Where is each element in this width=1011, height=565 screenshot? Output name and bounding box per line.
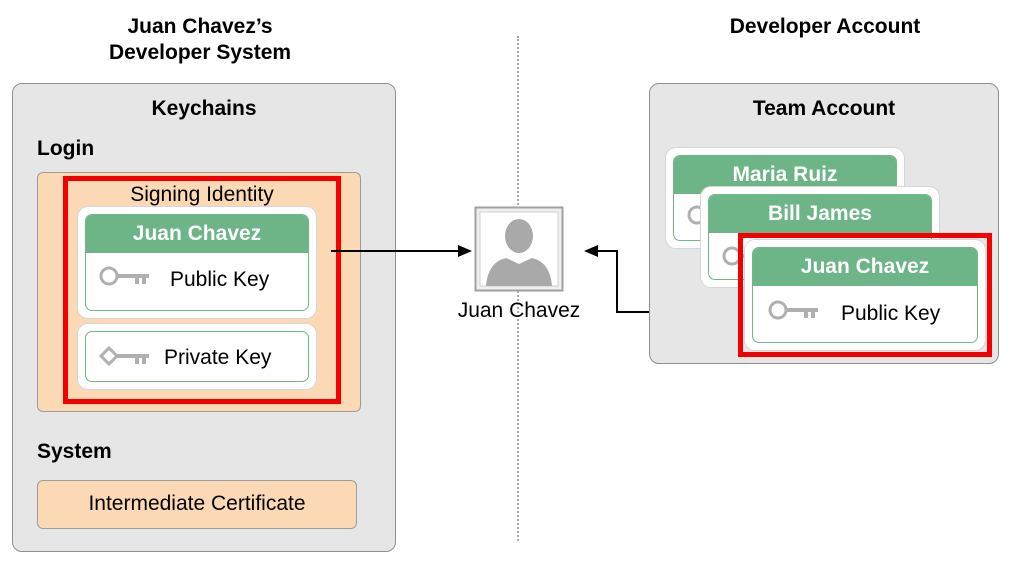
signing-identity-highlight[interactable]: Signing Identity	[63, 176, 341, 404]
person-icon	[474, 206, 564, 292]
developer-system-title-line1: Juan Chavez’s	[127, 15, 273, 38]
login-label: Login	[37, 137, 95, 160]
private-key-label: Private Key	[164, 346, 272, 369]
team-identity-highlight[interactable]	[738, 233, 992, 357]
identity-public-key-label: Public Key	[170, 268, 270, 291]
person-label: Juan Chavez	[457, 299, 581, 322]
identity-card-name: Juan Chavez	[86, 215, 308, 253]
identity-card-inner: Juan Chavez Public Key	[85, 214, 309, 311]
member-name-juan: Juan Chavez	[753, 248, 977, 286]
public-key-icon	[768, 300, 818, 320]
team-public-key-label: Public Key	[841, 302, 941, 325]
private-key-card-inner: Private Key	[85, 331, 309, 382]
keychains-title: Keychains	[151, 97, 257, 120]
arrow-icon	[331, 245, 472, 257]
public-key-icon	[99, 266, 149, 286]
keychains-panel: Keychains Login Signing Identity Juan Ch…	[12, 83, 396, 552]
signing-identity-label: Signing Identity	[130, 183, 274, 206]
developer-system-title: Juan Chavez’s Developer System	[70, 14, 330, 66]
private-key-card[interactable]: Private Key	[78, 324, 316, 389]
system-label: System	[37, 440, 112, 463]
developer-account-title: Developer Account	[729, 15, 921, 38]
intermediate-certificate[interactable]: Intermediate Certificate	[37, 480, 357, 529]
team-account-title: Team Account	[752, 97, 896, 120]
member-card-juan[interactable]: Juan Chavez Public Key	[745, 240, 985, 350]
private-key-icon	[98, 345, 149, 367]
identity-card[interactable]: Juan Chavez Public Key	[78, 207, 316, 318]
member-card-juan-inner: Juan Chavez Public Key	[752, 247, 978, 343]
member-name-bill: Bill James	[709, 195, 931, 233]
developer-system-title-line2: Developer System	[108, 41, 292, 64]
